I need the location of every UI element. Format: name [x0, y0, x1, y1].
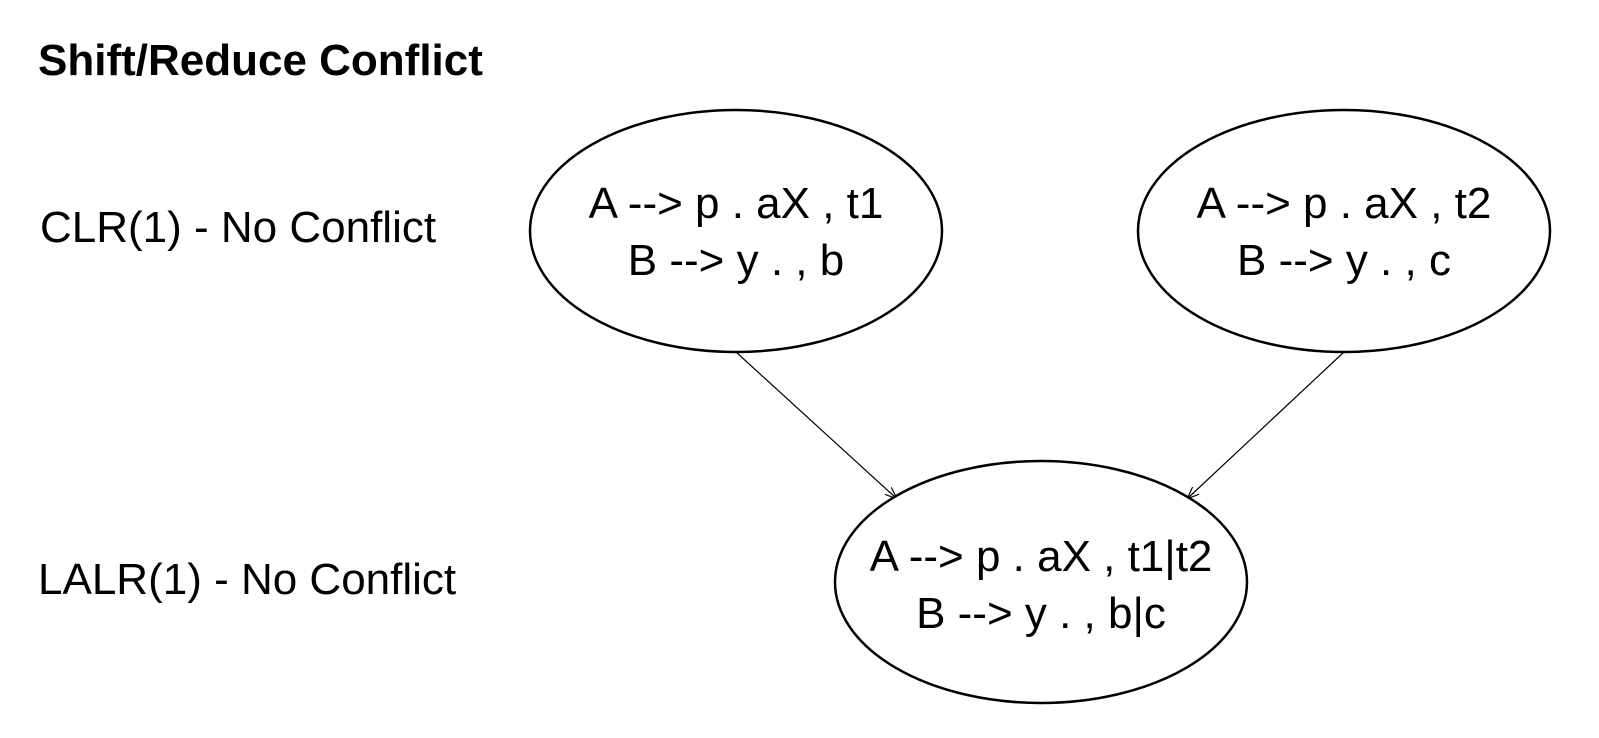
page-title: Shift/Reduce Conflict	[38, 36, 483, 85]
lalr-row-label: LALR(1) - No Conflict	[38, 555, 456, 604]
clr-state-2-item-1: A --> p . aX , t2	[1197, 179, 1492, 228]
clr-row-label: CLR(1) - No Conflict	[40, 203, 436, 252]
clr-state-2-shape	[1136, 108, 1552, 354]
lalr-state-item-2: B --> y . , b|c	[916, 589, 1166, 638]
clr-state-1-item-1: A --> p . aX , t1	[589, 179, 884, 228]
edge-clr-state-1-to-lalr	[735, 351, 896, 498]
lalr-state: A --> p . aX , t1|t2 B --> y . , b|c	[833, 459, 1249, 705]
clr-state-2-item-2: B --> y . , c	[1237, 236, 1451, 285]
lalr-state-item-1: A --> p . aX , t1|t2	[870, 532, 1213, 581]
edge-clr-state-2-to-lalr	[1188, 351, 1345, 498]
lalr-state-shape	[833, 459, 1249, 705]
clr-state-1: A --> p . aX , t1 B --> y . , b	[528, 108, 944, 354]
clr-state-2: A --> p . aX , t2 B --> y . , c	[1136, 108, 1552, 354]
clr-state-1-item-2: B --> y . , b	[628, 236, 844, 285]
clr-state-1-shape	[528, 108, 944, 354]
